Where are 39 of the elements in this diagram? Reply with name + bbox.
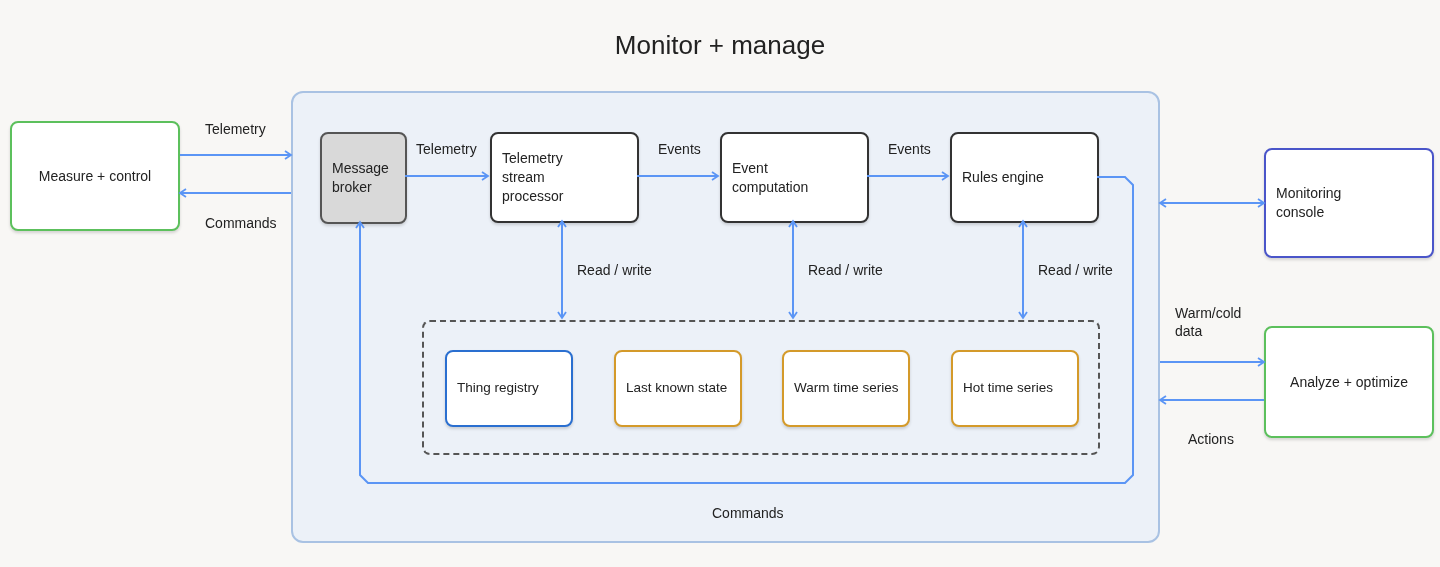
node-label: Measure + control xyxy=(38,166,152,186)
container-panel xyxy=(291,91,1160,543)
process-box xyxy=(1264,326,1434,438)
node-label: Hot time series xyxy=(963,379,1054,398)
arrow xyxy=(866,171,949,181)
double-arrow xyxy=(1159,198,1265,208)
process-box xyxy=(782,350,910,427)
arrow xyxy=(1159,395,1265,405)
process-box xyxy=(950,132,1099,223)
node-label: Warm time series xyxy=(794,379,899,398)
double-arrow xyxy=(557,220,567,319)
process-box xyxy=(10,121,180,231)
node-label: Monitoring console xyxy=(1276,184,1343,222)
arrow xyxy=(404,171,489,181)
arrow xyxy=(1159,357,1265,367)
node-label: Last known state xyxy=(626,379,728,398)
double-arrow xyxy=(788,220,798,319)
node-label: Message broker xyxy=(332,159,390,197)
diagram-title: Monitor + manage xyxy=(613,30,827,61)
arrow xyxy=(179,188,292,198)
node-label: Event computation xyxy=(732,158,810,197)
double-arrow xyxy=(1018,220,1028,319)
process-box xyxy=(951,350,1079,427)
edge-label: Telemetry xyxy=(414,140,479,159)
node-label: Thing registry xyxy=(457,379,539,398)
process-box xyxy=(490,132,639,223)
dashed-group-box xyxy=(422,320,1100,455)
node-label: Telemetry stream processor xyxy=(502,149,565,206)
process-box xyxy=(445,350,573,427)
arrow xyxy=(355,176,1134,484)
edge-label: Telemetry xyxy=(203,120,268,139)
node-label: Rules engine xyxy=(962,168,1044,187)
process-box xyxy=(614,350,742,427)
process-box xyxy=(1264,148,1434,258)
arrow xyxy=(179,150,292,160)
process-box xyxy=(320,132,407,224)
node-label: Analyze + optimize xyxy=(1290,372,1408,392)
arrow xyxy=(636,171,719,181)
process-box xyxy=(720,132,869,223)
